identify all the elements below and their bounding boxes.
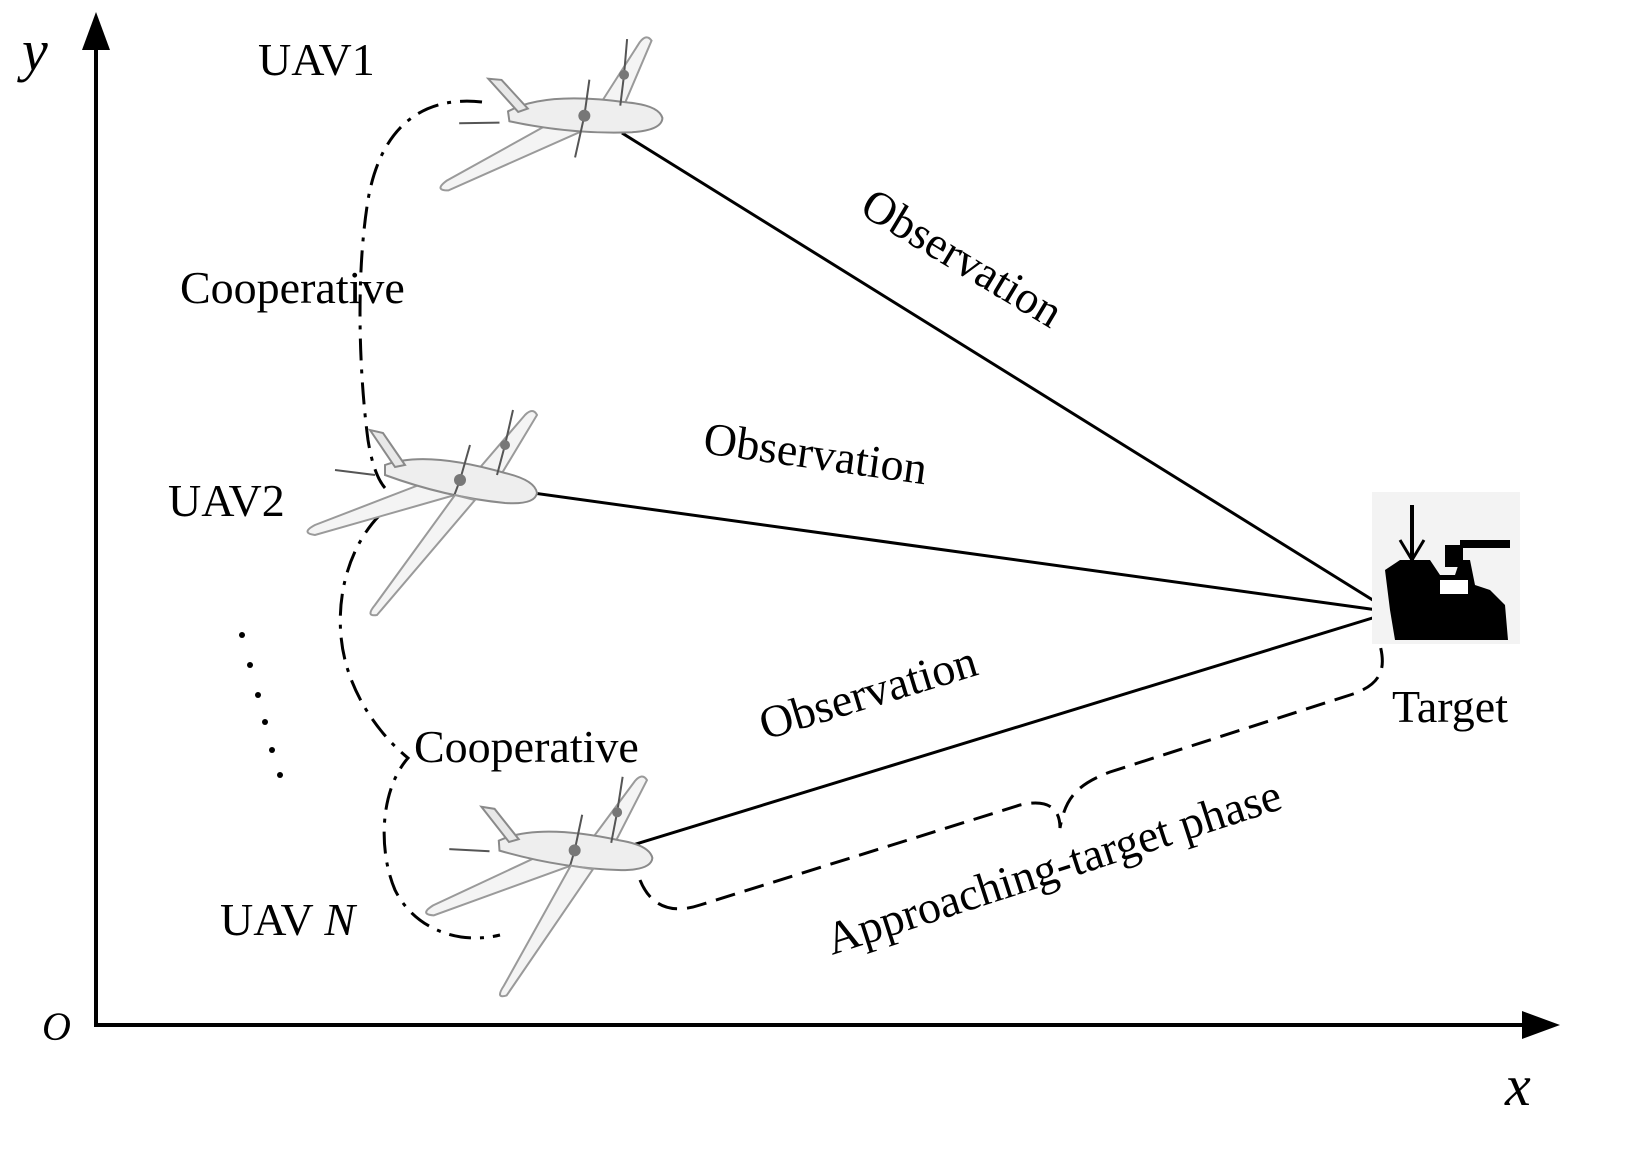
target-label: Target — [1392, 681, 1508, 732]
axes: y x O — [17, 12, 1560, 1118]
cooperative-links — [338, 99, 501, 940]
uavn-label-n: N — [323, 894, 357, 945]
target-ship-icon — [1372, 492, 1520, 644]
uav-2-icon — [306, 409, 538, 617]
uav2-label: UAV2 — [168, 475, 285, 526]
origin-label: O — [42, 1004, 71, 1049]
observation-label-uav1: Observation — [853, 178, 1072, 338]
observation-label-uav2: Observation — [701, 412, 931, 494]
cooperative-label-upper: Cooperative — [180, 262, 405, 313]
y-axis-label: y — [17, 18, 48, 83]
uav-n-icon — [416, 774, 657, 998]
observation-line-uav1 — [621, 131, 1393, 614]
more-uavs-ellipsis — [239, 632, 283, 778]
observation-label-uavn: Observation — [753, 635, 983, 750]
observation-lines — [496, 131, 1393, 854]
uavn-label-prefix: UAV — [220, 894, 324, 945]
x-axis-label: x — [1504, 1053, 1531, 1118]
approaching-phase-brace — [638, 644, 1384, 911]
uav-1-icon — [422, 34, 670, 193]
observation-line-uavn — [609, 610, 1393, 854]
uav1-label: UAV1 — [258, 34, 375, 85]
approaching-phase-label: Approaching-target phase — [819, 769, 1287, 964]
cooperative-link-uav2-uavn — [338, 488, 501, 940]
uavn-label: UAV N — [220, 894, 357, 945]
y-axis-arrow-icon — [82, 12, 110, 50]
x-axis-arrow-icon — [1522, 1011, 1560, 1039]
cooperative-label-lower: Cooperative — [414, 721, 639, 772]
observation-line-uav2 — [496, 486, 1393, 614]
